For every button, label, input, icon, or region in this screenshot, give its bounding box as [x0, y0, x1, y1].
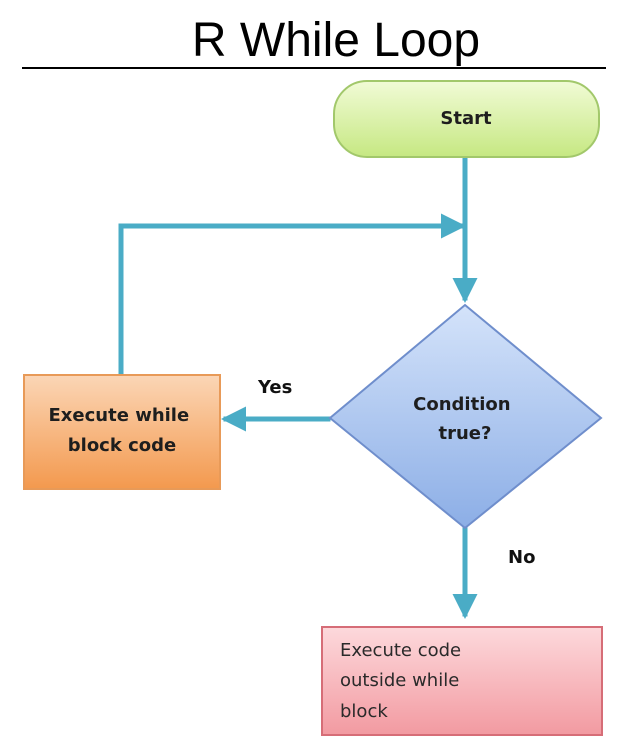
- exit-node-shape: [321, 626, 603, 736]
- exit-label-line: outside while: [340, 670, 459, 691]
- connector-loop-back: [118, 213, 466, 377]
- exit-node-label: Execute code outside while block: [340, 640, 467, 722]
- condition-node-label: Condition true?: [413, 394, 517, 444]
- start-node: Start: [333, 80, 600, 158]
- condition-label-line: true?: [439, 423, 492, 444]
- exit-label-line: block: [340, 701, 388, 722]
- diagram-title: R While Loop: [192, 14, 480, 67]
- exit-node: Execute code outside while block: [321, 626, 603, 736]
- connectors: [118, 154, 478, 619]
- condition-node-shape: [328, 303, 603, 530]
- loop-body-label-line: Execute while: [49, 405, 190, 426]
- loop-body-label-line: block code: [68, 435, 176, 456]
- start-node-label: Start: [440, 108, 492, 129]
- loop-body-node-shape: [23, 374, 221, 490]
- edge-label-no: No: [508, 547, 535, 568]
- loop-body-node-label: Execute while block code: [49, 405, 196, 456]
- loop-body-node: Execute while block code: [23, 374, 221, 490]
- start-node-shape: [333, 80, 600, 158]
- exit-label-line: Execute code: [340, 640, 461, 661]
- condition-label-line: Condition: [413, 394, 510, 415]
- edge-label-yes: Yes: [257, 377, 292, 398]
- condition-node: Condition true?: [328, 303, 603, 530]
